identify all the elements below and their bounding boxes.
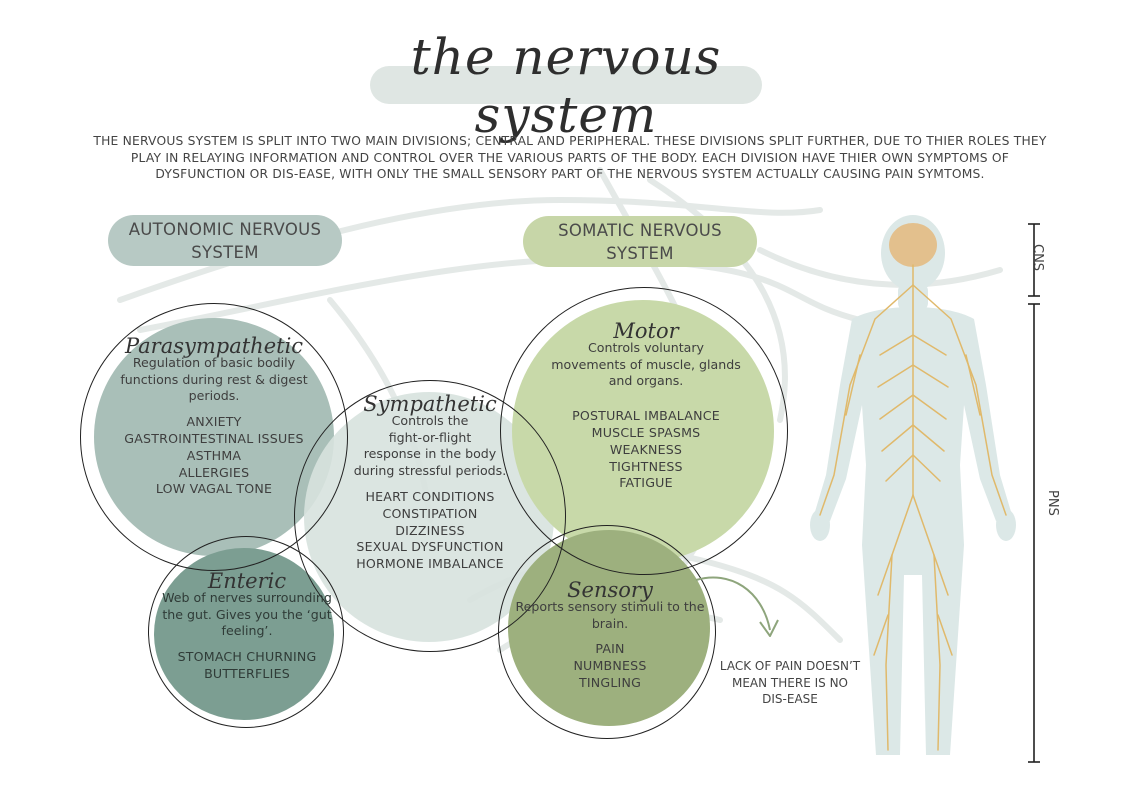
pain-note: LACK OF PAIN DOESN’T MEAN THERE IS NO DI…: [712, 658, 868, 708]
sympathetic-desc-1: Controls the: [391, 412, 469, 428]
sympathetic-content: Sympathetic Controls the fight-or-flight…: [330, 392, 530, 573]
sympathetic-symptom: HEART CONDITIONS: [365, 488, 495, 504]
sensory-symptom: PAIN: [595, 641, 625, 657]
sensory-ring: [498, 525, 716, 739]
intro-paragraph: THE NERVOUS SYSTEM IS SPLIT INTO TWO MAI…: [93, 134, 1047, 181]
page-title: the nervous system: [410, 28, 722, 144]
motor-heading: Motor: [613, 319, 679, 343]
parasympathetic-symptom: ALLERGIES: [178, 464, 250, 480]
parasympathetic-symptom: GASTROINTESTINAL ISSUES: [124, 430, 304, 446]
motor-symptom: TIGHTNESS: [609, 458, 683, 474]
pns-label: PNS: [1045, 490, 1060, 516]
autonomic-division-label: AUTONOMIC NERVOUS SYSTEM: [108, 215, 342, 266]
sensory-heading: Sensory: [567, 578, 653, 602]
somatic-label-line2: SYSTEM: [606, 243, 674, 263]
enteric-symptom: STOMACH CHURNING: [177, 649, 317, 665]
parasympathetic-content: Parasympathetic Regulation of basic bodi…: [98, 334, 330, 498]
motor-symptom: WEAKNESS: [609, 441, 683, 457]
enteric-desc-2: the gut. Gives you the ‘gut: [162, 606, 332, 622]
somatic-division-label: SOMATIC NERVOUS SYSTEM: [523, 216, 757, 267]
sensory-desc-1: Reports sensory stimuli to the: [515, 598, 705, 614]
sensory-symptom: TINGLING: [578, 674, 642, 690]
pain-note-line3: DIS-EASE: [762, 692, 818, 706]
autonomic-label-line1: AUTONOMIC NERVOUS: [128, 219, 322, 239]
pain-note-line1: LACK OF PAIN DOESN’T: [719, 659, 861, 673]
parasympathetic-desc-3: periods.: [188, 388, 240, 404]
sympathetic-desc-2: fight-or-flight: [388, 429, 472, 445]
sympathetic-desc-3: response in the body: [363, 446, 497, 462]
title-highlight: [370, 66, 762, 104]
cns-label: CNS: [1030, 244, 1045, 272]
enteric-content: Enteric Web of nerves surrounding the gu…: [158, 569, 336, 683]
sympathetic-symptom: SEXUAL DYSFUNCTION: [356, 539, 504, 555]
autonomic-label-line2: SYSTEM: [191, 242, 259, 262]
human-nervous-system-illustration: [810, 215, 1016, 755]
enteric-ring: [148, 536, 344, 728]
enteric-symptom: BUTTERFLIES: [204, 665, 290, 681]
motor-symptom: MUSCLE SPASMS: [591, 424, 701, 440]
sympathetic-symptom: HORMONE IMBALANCE: [356, 556, 504, 572]
motor-desc-2: movements of muscle, glands: [551, 356, 741, 372]
sympathetic-heading: Sympathetic: [363, 392, 497, 416]
motor-desc-1: Controls voluntary: [588, 339, 704, 355]
parasympathetic-symptom: ANXIETY: [186, 414, 242, 430]
parasympathetic-heading: Parasympathetic: [124, 334, 304, 358]
enteric-heading: Enteric: [207, 569, 287, 593]
sympathetic-desc-4: during stressful periods.: [353, 463, 507, 479]
curved-arrow-icon: [695, 576, 779, 637]
pain-note-line2: MEAN THERE IS NO: [732, 675, 848, 690]
sympathetic-symptom: CONSTIPATION: [382, 505, 478, 521]
sensory-desc-2: brain.: [591, 615, 629, 631]
cns-pns-bracket: [1028, 223, 1040, 763]
sensory-symptom: NUMBNESS: [573, 658, 647, 674]
parasympathetic-desc-1: Regulation of basic bodily: [132, 354, 296, 370]
enteric-desc-1: Web of nerves surrounding: [162, 589, 332, 605]
parasympathetic-desc-2: functions during rest & digest: [120, 371, 308, 387]
motor-symptom: FATIGUE: [619, 475, 673, 491]
sensory-content: Sensory Reports sensory stimuli to the b…: [508, 578, 712, 692]
motor-content: Motor Controls voluntary movements of mu…: [540, 319, 752, 492]
somatic-label-line1: SOMATIC NERVOUS: [558, 220, 722, 240]
enteric-desc-3: feeling’.: [221, 623, 273, 639]
sympathetic-symptom: DIZZINESS: [395, 522, 465, 538]
parasympathetic-symptom: LOW VAGAL TONE: [155, 481, 273, 497]
motor-symptom: POSTURAL IMBALANCE: [572, 408, 720, 424]
parasympathetic-symptom: ASTHMA: [186, 447, 242, 463]
motor-desc-3: and organs.: [608, 373, 684, 389]
brain-icon: [889, 223, 937, 267]
